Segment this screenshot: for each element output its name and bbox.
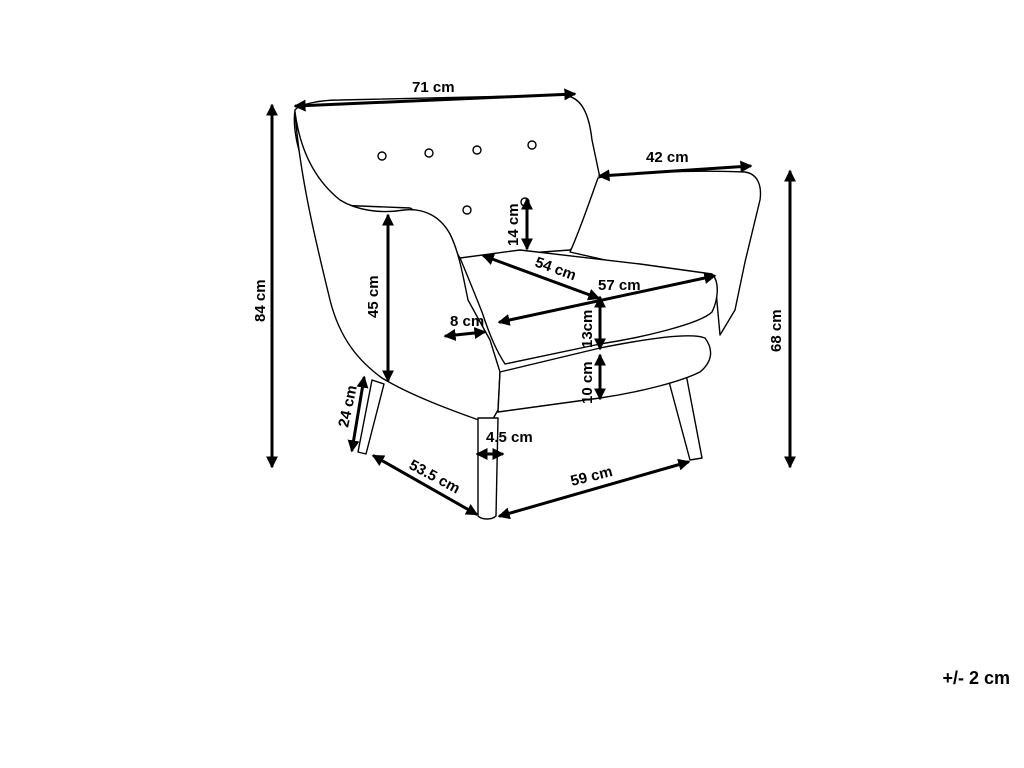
leg-width-label: 4.5 cm: [486, 429, 533, 446]
back-right-leg: [667, 373, 703, 461]
tufting-button: [527, 140, 537, 150]
front-left-leg: [477, 417, 499, 520]
leg-height-dimension-line: [347, 375, 369, 453]
cushion-thickness-label: 13cm: [579, 310, 596, 348]
tufting-button: [424, 148, 434, 158]
total-width-dimension-line: [293, 88, 577, 112]
leg-span-side-dimension-line: [371, 454, 479, 516]
arm-depth-label: 42 cm: [646, 149, 689, 166]
total-width-label: 71 cm: [412, 79, 455, 96]
tufting-button: [462, 205, 472, 215]
arm-height-label: 68 cm: [768, 309, 785, 352]
armrest-width-dimension-line: [443, 327, 487, 341]
seat-width-dimension-line: [497, 272, 717, 326]
tufting-button: [377, 151, 387, 161]
tolerance-note: +/- 2 cm: [942, 668, 1010, 688]
arm-depth-dimension-line: [597, 160, 753, 182]
tufting-button: [472, 145, 482, 155]
leg-span-front-dimension-line: [497, 458, 691, 520]
seat-height-label: 45 cm: [365, 275, 382, 318]
seat-base-thickness-label: 10 cm: [579, 361, 596, 404]
armrest-width-label: 8 cm: [450, 313, 484, 330]
left-side-panel: [294, 111, 501, 425]
seat-width-label: 57 cm: [598, 277, 641, 294]
backrest-height-label: 14 cm: [505, 203, 522, 246]
total-height-label: 84 cm: [252, 279, 269, 322]
